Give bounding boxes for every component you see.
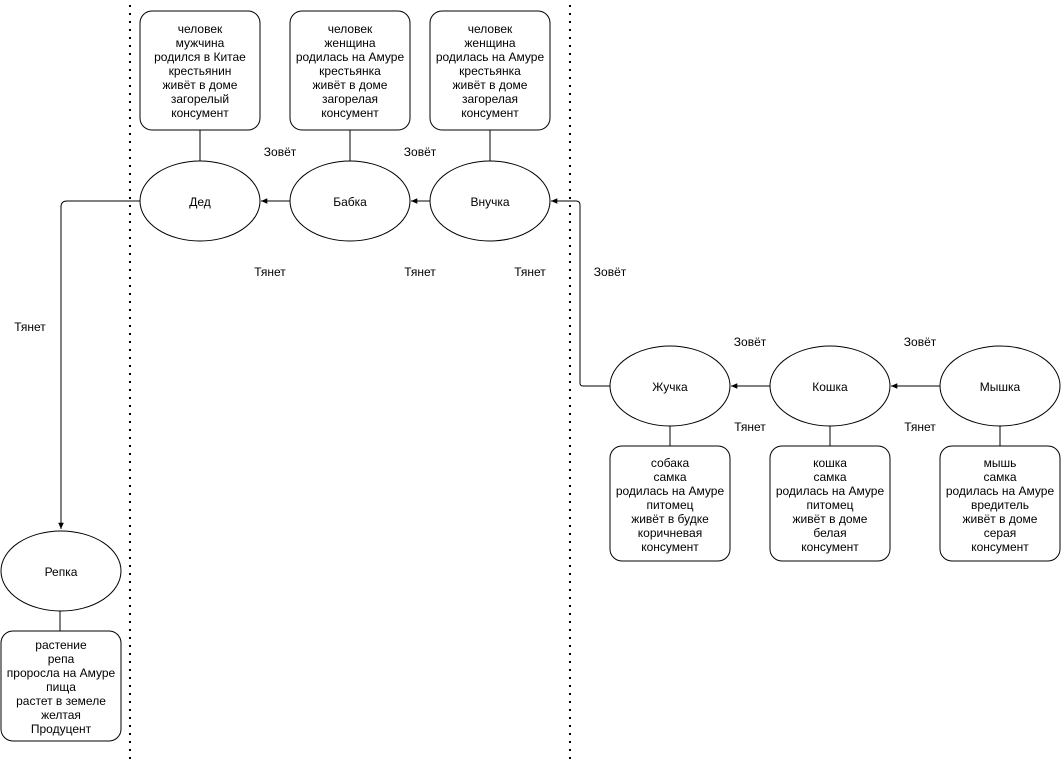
card-ded-line: человек — [178, 22, 223, 36]
node-myshka-label: Мышка — [980, 380, 1021, 394]
card-koshka-line: белая — [813, 526, 846, 540]
card-koshka-line: самка — [813, 470, 846, 484]
edge-label-call: Зовёт — [734, 335, 767, 349]
node-ded[interactable]: Дед — [139, 160, 261, 242]
card-zhuchka-line: самка — [653, 470, 686, 484]
node-zhuchka[interactable]: Жучка — [609, 345, 731, 427]
edge-label-call: Зовёт — [404, 145, 437, 159]
card-koshka-line: живёт в доме — [793, 512, 868, 526]
card-babka-line: консумент — [321, 106, 379, 120]
card-myshka: мышь самка родилась на Амуре вредитель ж… — [939, 445, 1061, 562]
card-koshka-line: кошка — [813, 456, 847, 470]
card-vnuchka-line: женщина — [464, 36, 516, 50]
edge-label-pull: Тянет — [254, 265, 286, 279]
card-koshka-line: питомец — [806, 498, 853, 512]
card-babka-line: загорелая — [322, 92, 378, 106]
node-babka[interactable]: Бабка — [289, 160, 411, 242]
arrow-zhuchka-vnuchka — [551, 198, 610, 387]
node-zhuchka-label: Жучка — [652, 380, 688, 394]
card-vnuchka-line: человек — [468, 22, 513, 36]
card-zhuchka-line: питомец — [646, 498, 693, 512]
card-repka-line: растение — [35, 638, 87, 652]
card-babka-line: женщина — [324, 36, 376, 50]
edge-label-pull: Тянет — [514, 265, 546, 279]
card-babka-line: крестьянка — [319, 64, 381, 78]
card-koshka: кошка самка родилась на Амуре питомец жи… — [769, 445, 891, 562]
card-babka-line: живёт в доме — [313, 78, 388, 92]
card-zhuchka-line: коричневая — [638, 526, 702, 540]
card-vnuchka: человек женщина родилась на Амуре кресть… — [429, 10, 551, 131]
node-repka-label: Репка — [45, 565, 78, 579]
edge-label-call: Зовёт — [904, 335, 937, 349]
card-babka-line: родилась на Амуре — [296, 50, 405, 64]
edge-label-call: Зовёт — [264, 145, 297, 159]
card-ded-line: родился в Китае — [154, 50, 246, 64]
card-vnuchka-line: крестьянка — [459, 64, 521, 78]
card-myshka-line: мышь — [984, 456, 1017, 470]
card-zhuchka-line: собака — [651, 456, 690, 470]
edge-label-call: Зовёт — [594, 265, 627, 279]
card-myshka-line: самка — [983, 470, 1016, 484]
card-myshka-line: живёт в доме — [963, 512, 1038, 526]
card-repka: растение репа проросла на Амуре пища рас… — [0, 630, 122, 742]
edge-label-pull: Тянет — [404, 265, 436, 279]
card-repka-line: желтая — [41, 708, 81, 722]
card-koshka-line: консумент — [801, 540, 859, 554]
card-repka-line: растет в земеле — [16, 694, 106, 708]
node-repka[interactable]: Репка — [0, 530, 122, 612]
card-myshka-line: серая — [984, 526, 1017, 540]
card-babka: человек женщина родилась на Амуре кресть… — [289, 10, 411, 131]
card-zhuchka: собака самка родилась на Амуре питомец ж… — [609, 445, 731, 562]
node-myshka[interactable]: Мышка — [939, 345, 1061, 427]
edge-label-pull: Тянет — [14, 320, 46, 334]
node-babka-label: Бабка — [333, 195, 367, 209]
node-vnuchka[interactable]: Внучка — [429, 160, 551, 242]
card-vnuchka-line: родилась на Амуре — [436, 50, 545, 64]
card-zhuchka-line: живёт в будке — [631, 512, 709, 526]
node-ded-label: Дед — [189, 195, 211, 209]
card-zhuchka-line: консумент — [641, 540, 699, 554]
card-babka-line: человек — [328, 22, 373, 36]
card-ded-line: живёт в доме — [163, 78, 238, 92]
card-repka-line: Продуцент — [31, 722, 92, 736]
arrow-ded-repka — [58, 200, 140, 529]
card-repka-line: репа — [48, 652, 75, 666]
card-ded-line: крестьянин — [169, 64, 232, 78]
card-koshka-line: родилась на Амуре — [776, 484, 885, 498]
card-vnuchka-line: живёт в доме — [453, 78, 528, 92]
card-ded: человек мужчина родился в Китае крестьян… — [139, 10, 261, 131]
node-koshka[interactable]: Кошка — [769, 345, 891, 427]
card-vnuchka-line: консумент — [461, 106, 519, 120]
edge-label-pull: Тянет — [904, 420, 936, 434]
card-zhuchka-line: родилась на Амуре — [616, 484, 725, 498]
card-ded-line: мужчина — [176, 36, 225, 50]
card-repka-line: проросла на Амуре — [7, 666, 116, 680]
node-vnuchka-label: Внучка — [470, 195, 509, 209]
node-koshka-label: Кошка — [812, 380, 848, 394]
card-repka-line: пища — [46, 680, 76, 694]
card-myshka-line: вредитель — [971, 498, 1029, 512]
card-ded-line: загорелый — [171, 92, 229, 106]
card-myshka-line: родилась на Амуре — [946, 484, 1055, 498]
edge-label-pull: Тянет — [734, 420, 766, 434]
card-myshka-line: консумент — [971, 540, 1029, 554]
card-ded-line: консумент — [171, 106, 229, 120]
card-vnuchka-line: загорелая — [462, 92, 518, 106]
